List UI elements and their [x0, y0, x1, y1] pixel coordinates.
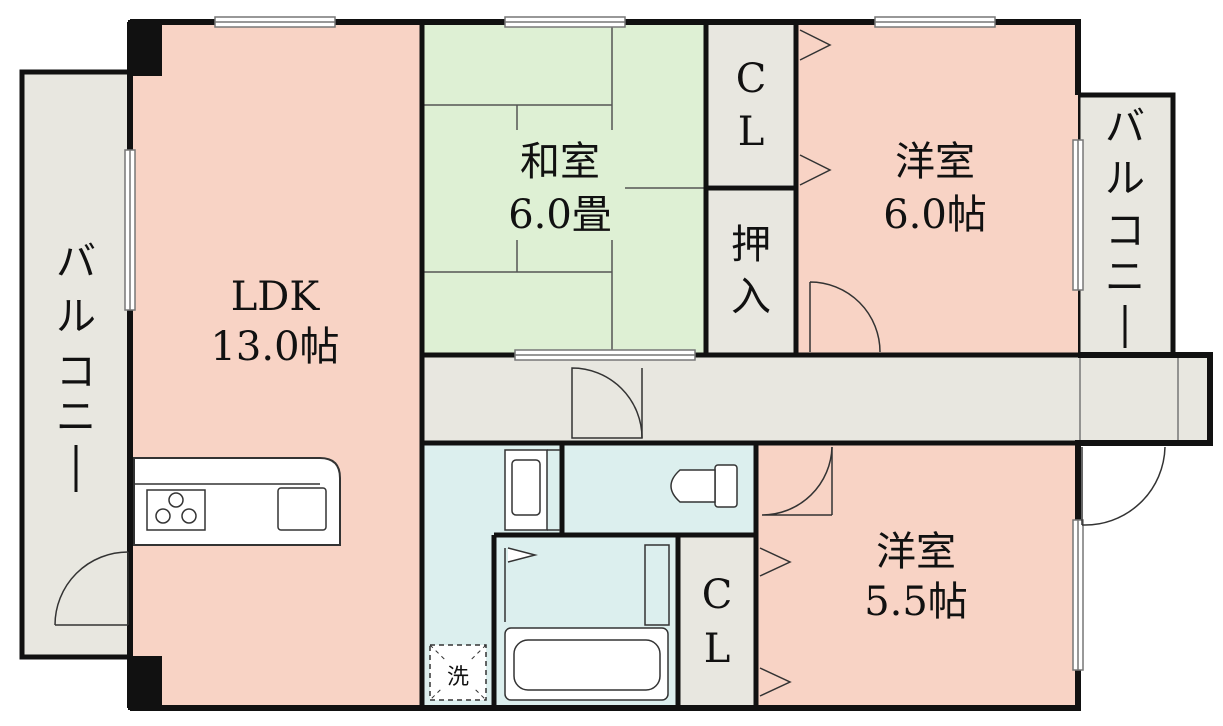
balcony-right-char: コ: [1105, 208, 1145, 254]
yoshitsu-1-name: 洋室: [895, 139, 975, 185]
yoshitsu-2-size: 5.5帖: [864, 579, 968, 625]
oshiire-line2: 入: [731, 274, 771, 320]
toilet-icon: [670, 464, 738, 508]
interior-walls: [419, 22, 1210, 708]
yoshitsu-1-size: 6.0帖: [883, 192, 987, 238]
oshiire-area: [706, 190, 796, 355]
ldk-room: [130, 22, 422, 708]
balcony-right-char: バ: [1105, 104, 1145, 150]
column-top-left: [128, 20, 162, 76]
oshiire-line1: 押: [731, 222, 771, 268]
stove-icon: [146, 489, 206, 531]
closet-2-line2: L: [704, 626, 731, 672]
washbasin-icon: [504, 449, 560, 531]
column-bottom-left: [128, 656, 162, 710]
windows: [124, 16, 1084, 671]
closet-1-line1: C: [736, 56, 767, 102]
kitchen-counter: [133, 457, 341, 546]
ldk-size: 13.0帖: [210, 324, 339, 370]
yoshitsu-2-name: 洋室: [876, 529, 956, 575]
closet-2-line1: C: [702, 572, 733, 618]
washer-label: 洗: [447, 665, 469, 690]
balcony-right-char: ニ: [1105, 254, 1145, 300]
balcony-right-label: バ ル コ ニ: [1105, 104, 1145, 348]
yoshitsu-1-room: [796, 22, 1078, 355]
closet-door-marks: [759, 29, 832, 697]
balcony-right-char: ル: [1105, 156, 1145, 202]
hallway: [422, 355, 1210, 443]
balcony-left-char: ニ: [56, 394, 96, 440]
bathtub-icon: [504, 544, 670, 701]
washitsu-size: 6.0畳: [508, 192, 612, 238]
yoshitsu-2-room: [756, 443, 1078, 708]
washitsu-name: 和室: [520, 139, 600, 185]
balcony-left-char: バ: [56, 239, 96, 285]
closet-2-area: [678, 535, 756, 708]
closet-1-area: [706, 22, 796, 185]
ldk-name: LDK: [231, 274, 321, 320]
door-swing-icon: [54, 281, 1166, 626]
balcony-left-char: コ: [56, 349, 96, 395]
closet-1-line2: L: [738, 109, 765, 155]
balcony-left-char: ル: [56, 294, 96, 340]
balcony-left-area: [19, 69, 133, 660]
balcony-left-label: バ ル コ ニ: [56, 239, 96, 492]
sink-icon: [277, 487, 327, 531]
